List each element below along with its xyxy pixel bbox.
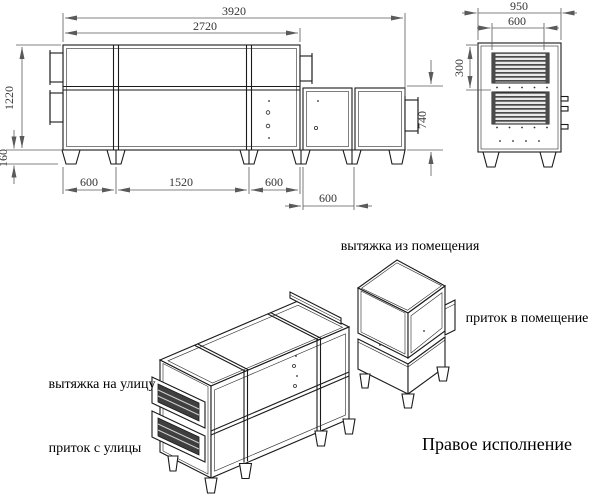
dim-segment-600-right: 600 — [265, 175, 283, 189]
low-section-2 — [354, 87, 406, 151]
iso-labels: вытяжка из помещения приток в помещение … — [49, 239, 589, 456]
front-view-dimensions — [4, 13, 443, 210]
iso-feet — [167, 366, 450, 494]
front-view-drawing — [49, 44, 419, 165]
front-view-feet — [61, 149, 406, 165]
side-view-dimensions — [462, 8, 577, 91]
iso-supply-flange — [444, 299, 456, 336]
label-supply-from-street: приток с улицы — [49, 441, 142, 456]
dim-depth-total: 950 — [510, 0, 528, 13]
iso-louver-hood-bottom — [151, 410, 206, 463]
iso-rivets — [292, 330, 425, 388]
side-view-feet — [482, 151, 557, 168]
side-view-drawing — [477, 42, 569, 168]
left-flange-bottom — [49, 90, 64, 125]
label-exhaust-to-street: вытяжка на улицу — [49, 377, 156, 392]
side-view-rivets — [496, 86, 548, 142]
low-section-1 — [302, 87, 353, 151]
tall-section — [62, 44, 301, 151]
iso-louver-hood-top — [151, 376, 206, 429]
top-exhaust-flange — [299, 53, 313, 84]
front-view-dimension-texts: 3920 2720 1220 160 600 1520 600 600 740 — [0, 4, 429, 205]
dim-segment-600-outer: 600 — [319, 191, 337, 205]
dim-feet-height: 160 — [0, 149, 10, 167]
dim-grille-width: 600 — [508, 14, 526, 28]
caption-right-hand-version: Правое исполнение — [422, 434, 572, 454]
right-supply-flange — [404, 97, 419, 134]
dim-segment-600-left: 600 — [80, 175, 98, 189]
label-supply-to-room: приток в помещение — [466, 311, 589, 326]
isometric-view — [151, 259, 456, 494]
louver-grille-bottom — [491, 91, 550, 125]
dim-segment-1520: 1520 — [169, 175, 193, 189]
dim-tall-section-length: 2720 — [193, 19, 217, 33]
left-flange-top — [49, 50, 64, 85]
dim-right-section-height: 740 — [415, 111, 429, 129]
dim-length-total: 3920 — [222, 4, 246, 18]
front-view-rivets — [265, 100, 319, 139]
side-connection-stubs — [560, 95, 569, 130]
dim-grille-offset: 300 — [452, 59, 466, 77]
tall-section-inner-frame — [66, 48, 297, 147]
iso-exhaust-section — [356, 259, 447, 360]
louver-grille-top — [491, 52, 550, 84]
dim-body-height: 1220 — [2, 86, 16, 110]
iso-top-flange-band — [289, 291, 342, 325]
side-view-dimension-texts: 950 600 300 — [452, 0, 528, 77]
label-exhaust-from-room: вытяжка из помещения — [341, 239, 480, 254]
